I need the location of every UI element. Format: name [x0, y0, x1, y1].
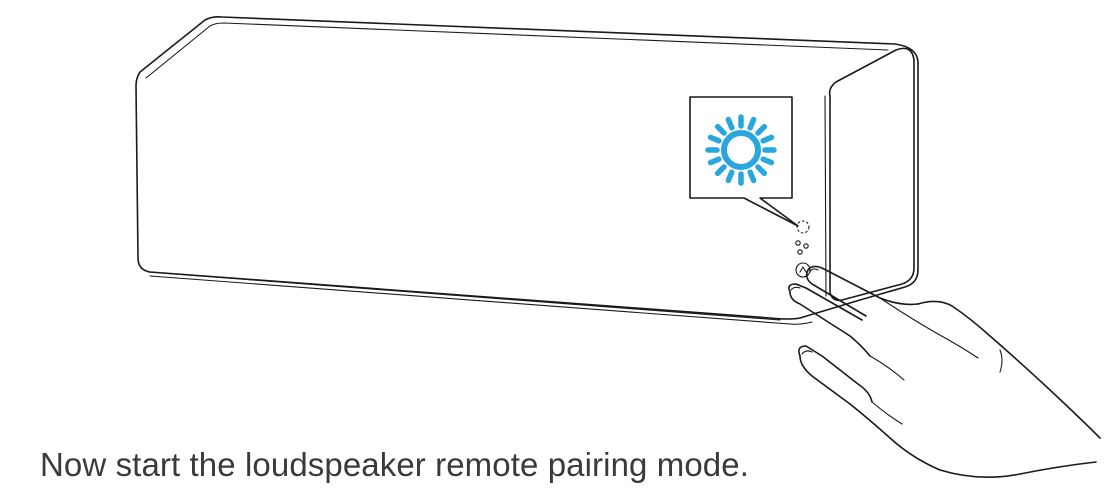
- light-ray: [747, 116, 757, 131]
- indicator-callout: [689, 96, 799, 227]
- pairing-button-icon[interactable]: [795, 262, 811, 278]
- ring-finger: [798, 345, 873, 403]
- callout-frame: [689, 96, 799, 227]
- light-ray: [747, 169, 757, 184]
- hand: [788, 265, 1101, 478]
- loudspeaker: [135, 16, 919, 325]
- light-ray: [707, 134, 722, 144]
- middle-finger: [788, 283, 863, 321]
- light-ray: [725, 169, 735, 184]
- light-ray: [725, 116, 735, 131]
- index-finger: [807, 265, 919, 306]
- back-of-hand: [917, 300, 1101, 439]
- loudspeaker-side-panel: [828, 47, 915, 302]
- light-ray: [760, 134, 775, 144]
- loudspeaker-front-face: [135, 16, 919, 320]
- light-ray: [714, 123, 727, 136]
- dot-indicator: [803, 243, 809, 249]
- control-area: [795, 220, 811, 278]
- status-led: [796, 220, 810, 234]
- light-ray: [755, 123, 768, 136]
- light-ray: [760, 156, 775, 166]
- instruction-caption: Now start the loudspeaker remote pairing…: [40, 446, 749, 483]
- light-ray: [707, 156, 722, 166]
- light-ray: [714, 164, 727, 177]
- dot-indicator: [797, 249, 803, 255]
- light-ray: [755, 164, 768, 177]
- dot-indicator: [795, 240, 801, 246]
- blinking-light-icon: [705, 114, 777, 186]
